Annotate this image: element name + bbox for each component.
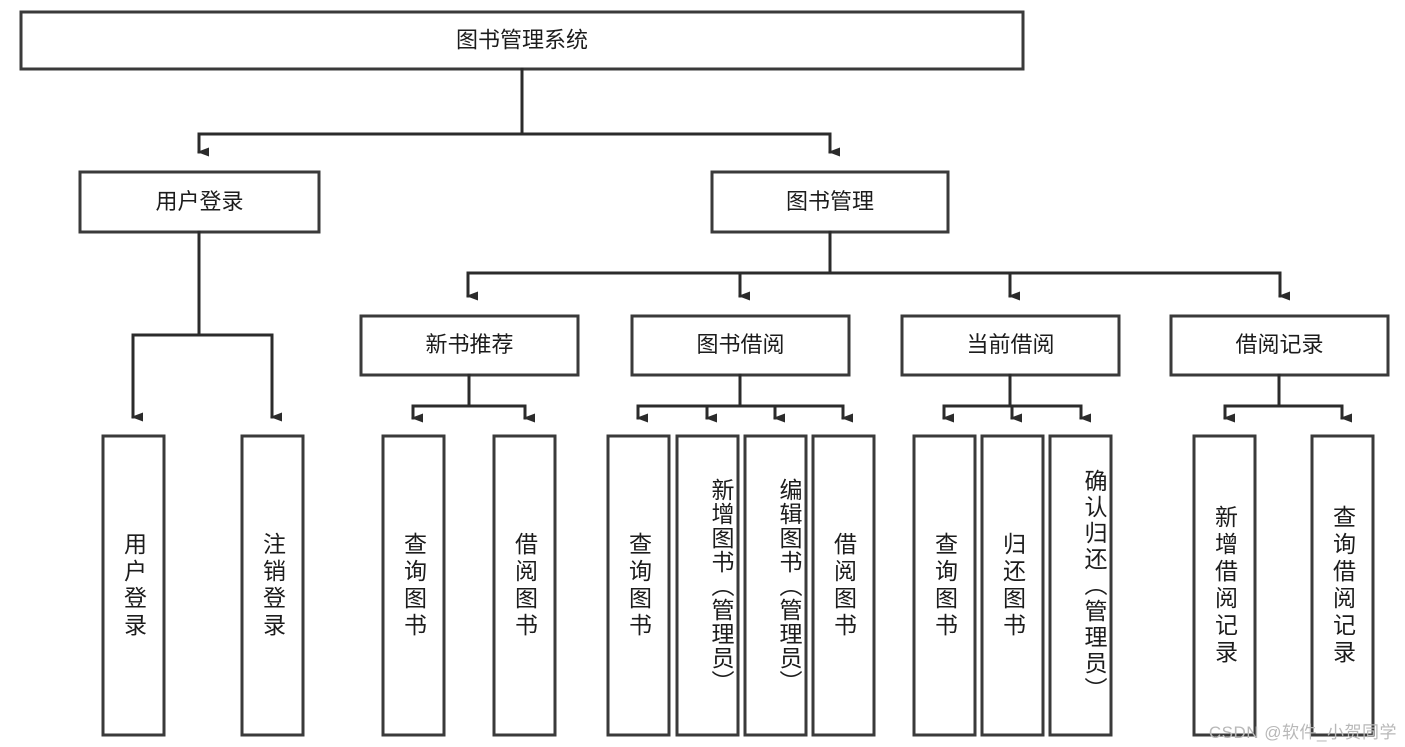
node-root-box[interactable]: [19, 10, 1025, 71]
node-user-login-label: 用户登录: [155, 189, 243, 214]
leaf-box[interactable]: [980, 434, 1045, 737]
leaf-box[interactable]: [811, 434, 876, 737]
connector-new-book-recommend-to-leaves: [411, 373, 535, 423]
leaf-box[interactable]: [1310, 434, 1375, 737]
leaf-box[interactable]: [1192, 434, 1257, 737]
leaf-box[interactable]: [101, 434, 166, 737]
connector-current-borrow-to-leaves: [942, 373, 1091, 423]
connector-book-management-to-level3: [466, 230, 1290, 301]
node-user-login-box[interactable]: [78, 170, 321, 234]
leaf-box[interactable]: [912, 434, 977, 737]
leaf-book-borrow-1[interactable]: [606, 434, 671, 737]
node-root[interactable]: 图书管理系统: [19, 10, 1025, 71]
leaf-box[interactable]: [1048, 434, 1113, 737]
leaf-current-borrow-1[interactable]: [912, 434, 977, 737]
node-book-management[interactable]: 图书管理: [710, 170, 950, 234]
leaf-book-borrow-3[interactable]: [743, 434, 808, 737]
node-root-label: 图书管理系统: [456, 27, 588, 52]
leaf-box[interactable]: [606, 434, 671, 737]
leaf-box[interactable]: [381, 434, 446, 737]
leaf-box[interactable]: [743, 434, 808, 737]
leaf-new-book-2[interactable]: [492, 434, 557, 737]
leaf-box[interactable]: [492, 434, 557, 737]
node-new-book-recommend[interactable]: 新书推荐: [359, 314, 580, 377]
connector-user-login-to-leaves: [131, 230, 282, 422]
node-borrow-record[interactable]: 借阅记录: [1169, 314, 1390, 377]
leaf-current-borrow-2[interactable]: [980, 434, 1045, 737]
leaf-new-book-1[interactable]: [381, 434, 446, 737]
leaf-user-login-2[interactable]: [240, 434, 305, 737]
node-borrow-record-label: 借阅记录: [1235, 332, 1323, 357]
connector-root-to-level2: [197, 67, 840, 157]
leaf-current-borrow-3[interactable]: [1048, 434, 1113, 737]
leaf-box[interactable]: [675, 434, 740, 737]
watermark-text: CSDN @软件_小贺同学: [1208, 723, 1397, 742]
leaf-user-login-1[interactable]: [101, 434, 166, 737]
node-current-borrow-box[interactable]: [900, 314, 1121, 377]
leaf-book-borrow-4[interactable]: [811, 434, 876, 737]
leaf-book-borrow-2[interactable]: [675, 434, 740, 737]
node-book-borrow-label: 图书借阅: [696, 332, 784, 357]
connector-borrow-record-to-leaves: [1223, 373, 1352, 423]
node-book-management-label: 图书管理: [786, 189, 874, 214]
connector-book-borrow-to-leaves: [636, 373, 853, 423]
node-book-borrow[interactable]: 图书借阅: [630, 314, 851, 377]
node-new-book-recommend-label: 新书推荐: [425, 332, 513, 357]
node-current-borrow[interactable]: 当前借阅: [900, 314, 1121, 377]
leaf-borrow-record-2[interactable]: [1310, 434, 1375, 737]
leaf-borrow-record-1[interactable]: [1192, 434, 1257, 737]
node-user-login[interactable]: 用户登录: [78, 170, 321, 234]
node-new-book-recommend-box[interactable]: [359, 314, 580, 377]
leaf-box[interactable]: [240, 434, 305, 737]
node-current-borrow-label: 当前借阅: [966, 332, 1054, 357]
